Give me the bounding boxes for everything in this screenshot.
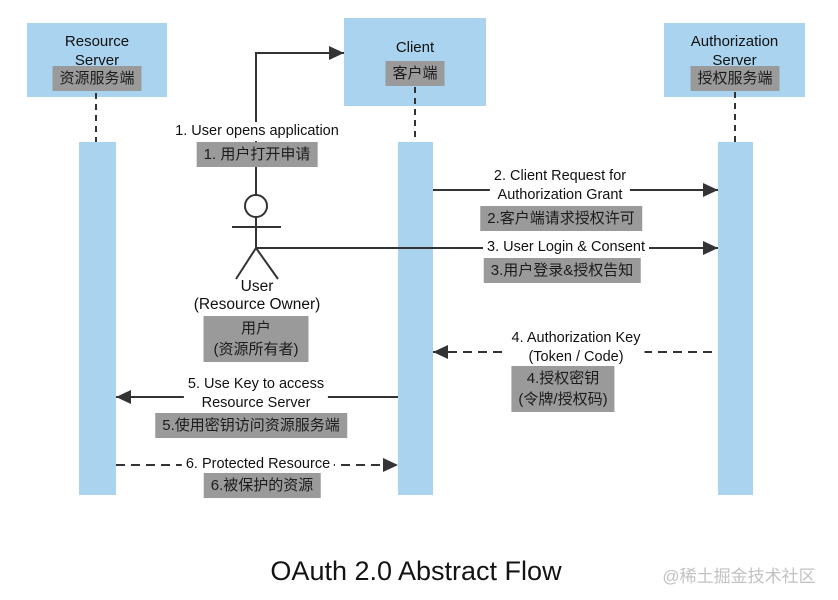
message-4-arrowhead-icon: [433, 345, 448, 359]
message-1-label-en: 1. User opens application: [171, 122, 343, 141]
message-6-label-en: 6. Protected Resource: [181, 455, 335, 474]
message-3-label-en: 3. User Login & Consent: [483, 238, 649, 257]
actor-name-line: Client: [395, 39, 435, 56]
message-1-arrowhead-icon: [329, 46, 344, 60]
message-6-arrowhead-icon: [383, 458, 398, 472]
diagram-title: OAuth 2.0 Abstract Flow: [270, 556, 562, 586]
actor-tag-resource-server: 资源服务端: [52, 66, 142, 91]
watermark: @稀土掘金技术社区: [662, 567, 816, 586]
message-4-label-en: 4. Authorization Key (Token / Code): [507, 329, 645, 367]
message-5-label-en: 5. Use Key to access Resource Server: [183, 375, 329, 413]
actor-name-line: Server: [712, 52, 757, 69]
message-1-label-zh: 1. 用户打开申请: [196, 142, 318, 167]
user-stick-figure-icon: [232, 194, 281, 280]
message-2-label-zh: 2.客户端请求授权许可: [480, 206, 642, 231]
message-3-label-zh: 3.用户登录&授权告知: [483, 258, 641, 283]
lifeline-client: [414, 87, 416, 142]
message-6-label-zh: 6.被保护的资源: [203, 473, 321, 498]
message-3-arrowhead-icon: [703, 241, 718, 255]
message-2-label-en: 2. Client Request for Authorization Gran…: [489, 167, 631, 205]
user-role-label: (Resource Owner): [193, 296, 321, 313]
activation-bar-authorization-server: [718, 142, 753, 495]
actor-name-line: Resource: [64, 33, 130, 50]
message-2-arrowhead-icon: [703, 183, 718, 197]
lifeline-resource-server: [95, 93, 97, 142]
message-1-connector-horizontal: [256, 52, 344, 54]
activation-bar-resource-server: [79, 142, 116, 495]
actor-tag-authorization-server: 授权服务端: [690, 66, 780, 91]
user-name-label: User: [240, 278, 274, 295]
activation-bar-client: [398, 142, 433, 495]
message-5-label-zh: 5.使用密钥访问资源服务端: [155, 413, 347, 438]
user-tag-zh: 用户 (资源所有者): [203, 316, 309, 362]
actor-name-line: Authorization: [690, 33, 779, 50]
message-5-arrowhead-icon: [116, 390, 131, 404]
actor-name-line: Server: [74, 52, 120, 69]
message-4-label-zh: 4.授权密钥 (令牌/授权码): [511, 366, 615, 412]
actor-tag-client: 客户端: [385, 61, 445, 86]
lifeline-authorization-server: [734, 92, 736, 142]
